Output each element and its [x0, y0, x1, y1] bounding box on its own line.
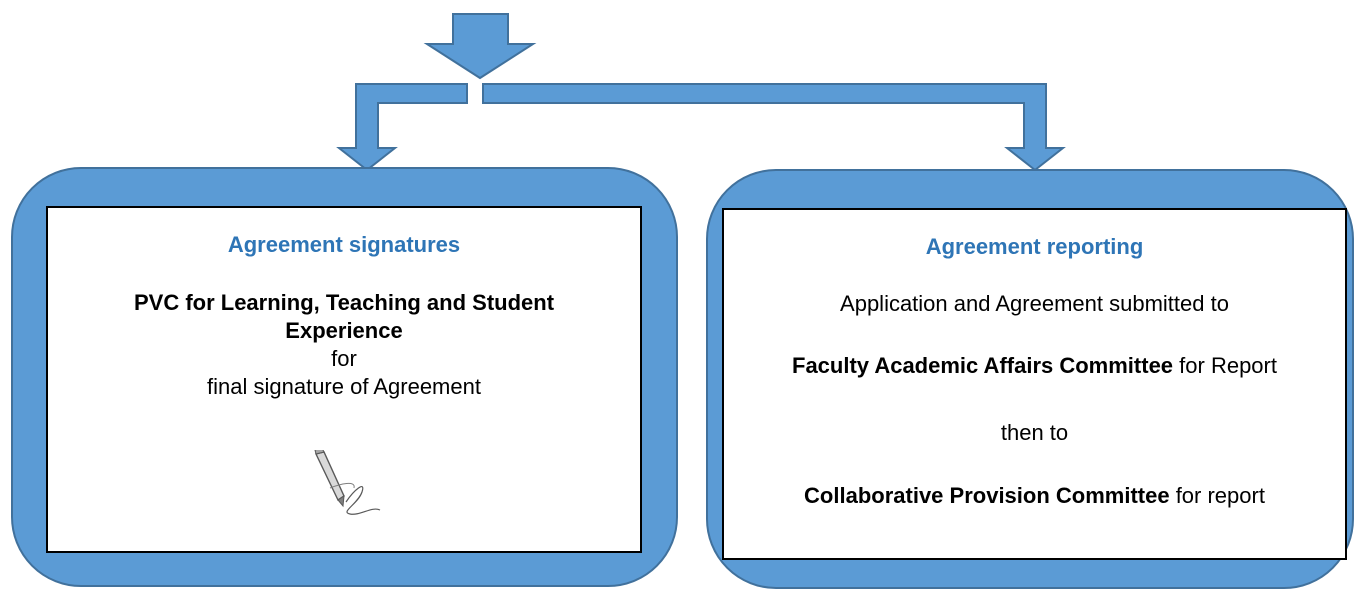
right-panel: Agreement reporting Application and Agre… [706, 169, 1354, 589]
collaborative-committee-label: Collaborative Provision Committee [804, 483, 1170, 508]
left-line-3: for [331, 346, 357, 371]
faculty-committee-label: Faculty Academic Affairs Committee [792, 353, 1174, 378]
right-line-4: Collaborative Provision Committee for re… [724, 482, 1345, 510]
agreement-reporting-box: Agreement reporting Application and Agre… [722, 208, 1347, 560]
right-line-4-rest: for report [1169, 483, 1265, 508]
left-line-4: final signature of Agreement [207, 374, 481, 399]
left-branch-arrow [336, 83, 468, 172]
right-line-2: Faculty Academic Affairs Committee for R… [724, 352, 1345, 380]
right-line-2-rest: for Report [1173, 353, 1277, 378]
agreement-signatures-box: Agreement signatures PVC for Learning, T… [46, 206, 642, 553]
right-heading: Agreement reporting [925, 234, 1144, 259]
left-body: PVC for Learning, Teaching and Student E… [48, 289, 640, 401]
right-line-1: Application and Agreement submitted to [840, 291, 1229, 316]
left-line-2: Experience [285, 318, 403, 343]
left-line-1: PVC for Learning, Teaching and Student [133, 290, 555, 315]
pen-signature-icon [314, 450, 381, 515]
right-branch-arrow [482, 83, 1066, 172]
top-down-arrow [423, 13, 537, 80]
left-heading: Agreement signatures [227, 232, 461, 257]
left-panel: Agreement signatures PVC for Learning, T… [11, 167, 678, 587]
right-line-3: then to [1000, 420, 1069, 445]
